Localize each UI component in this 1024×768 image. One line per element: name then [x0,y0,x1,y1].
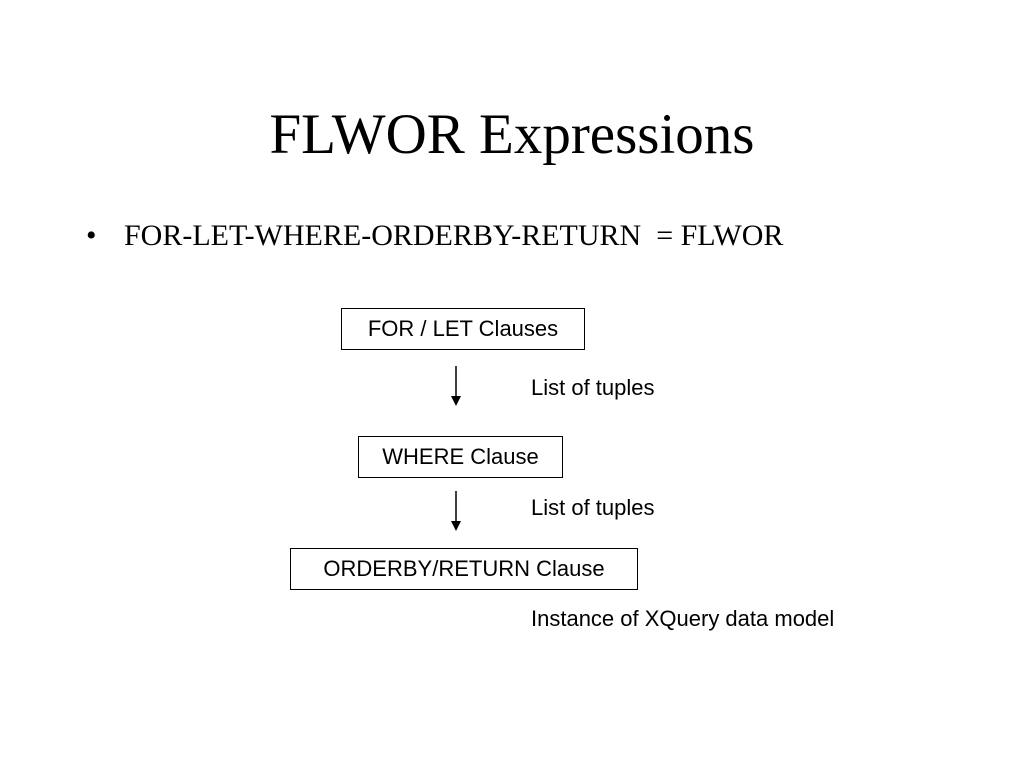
orderby-return-clause-box: ORDERBY/RETURN Clause [290,548,638,590]
for-let-clauses-box: FOR / LET Clauses [341,308,585,350]
tuples-label-2: List of tuples [531,495,655,520]
bullet-item: • FOR-LET-WHERE-ORDERBY-RETURN = FLWOR [86,216,783,256]
xquery-data-model-label: Instance of XQuery data model [531,606,835,631]
tuples-label-1: List of tuples [531,375,655,400]
slide-title: FLWOR Expressions [269,103,755,166]
bullet-text: FOR-LET-WHERE-ORDERBY-RETURN = FLWOR [124,219,784,252]
down-arrow-icon [451,366,461,406]
bullet-marker: • [86,219,97,252]
where-clause-box: WHERE Clause [358,436,563,478]
down-arrow-icon [451,491,461,531]
